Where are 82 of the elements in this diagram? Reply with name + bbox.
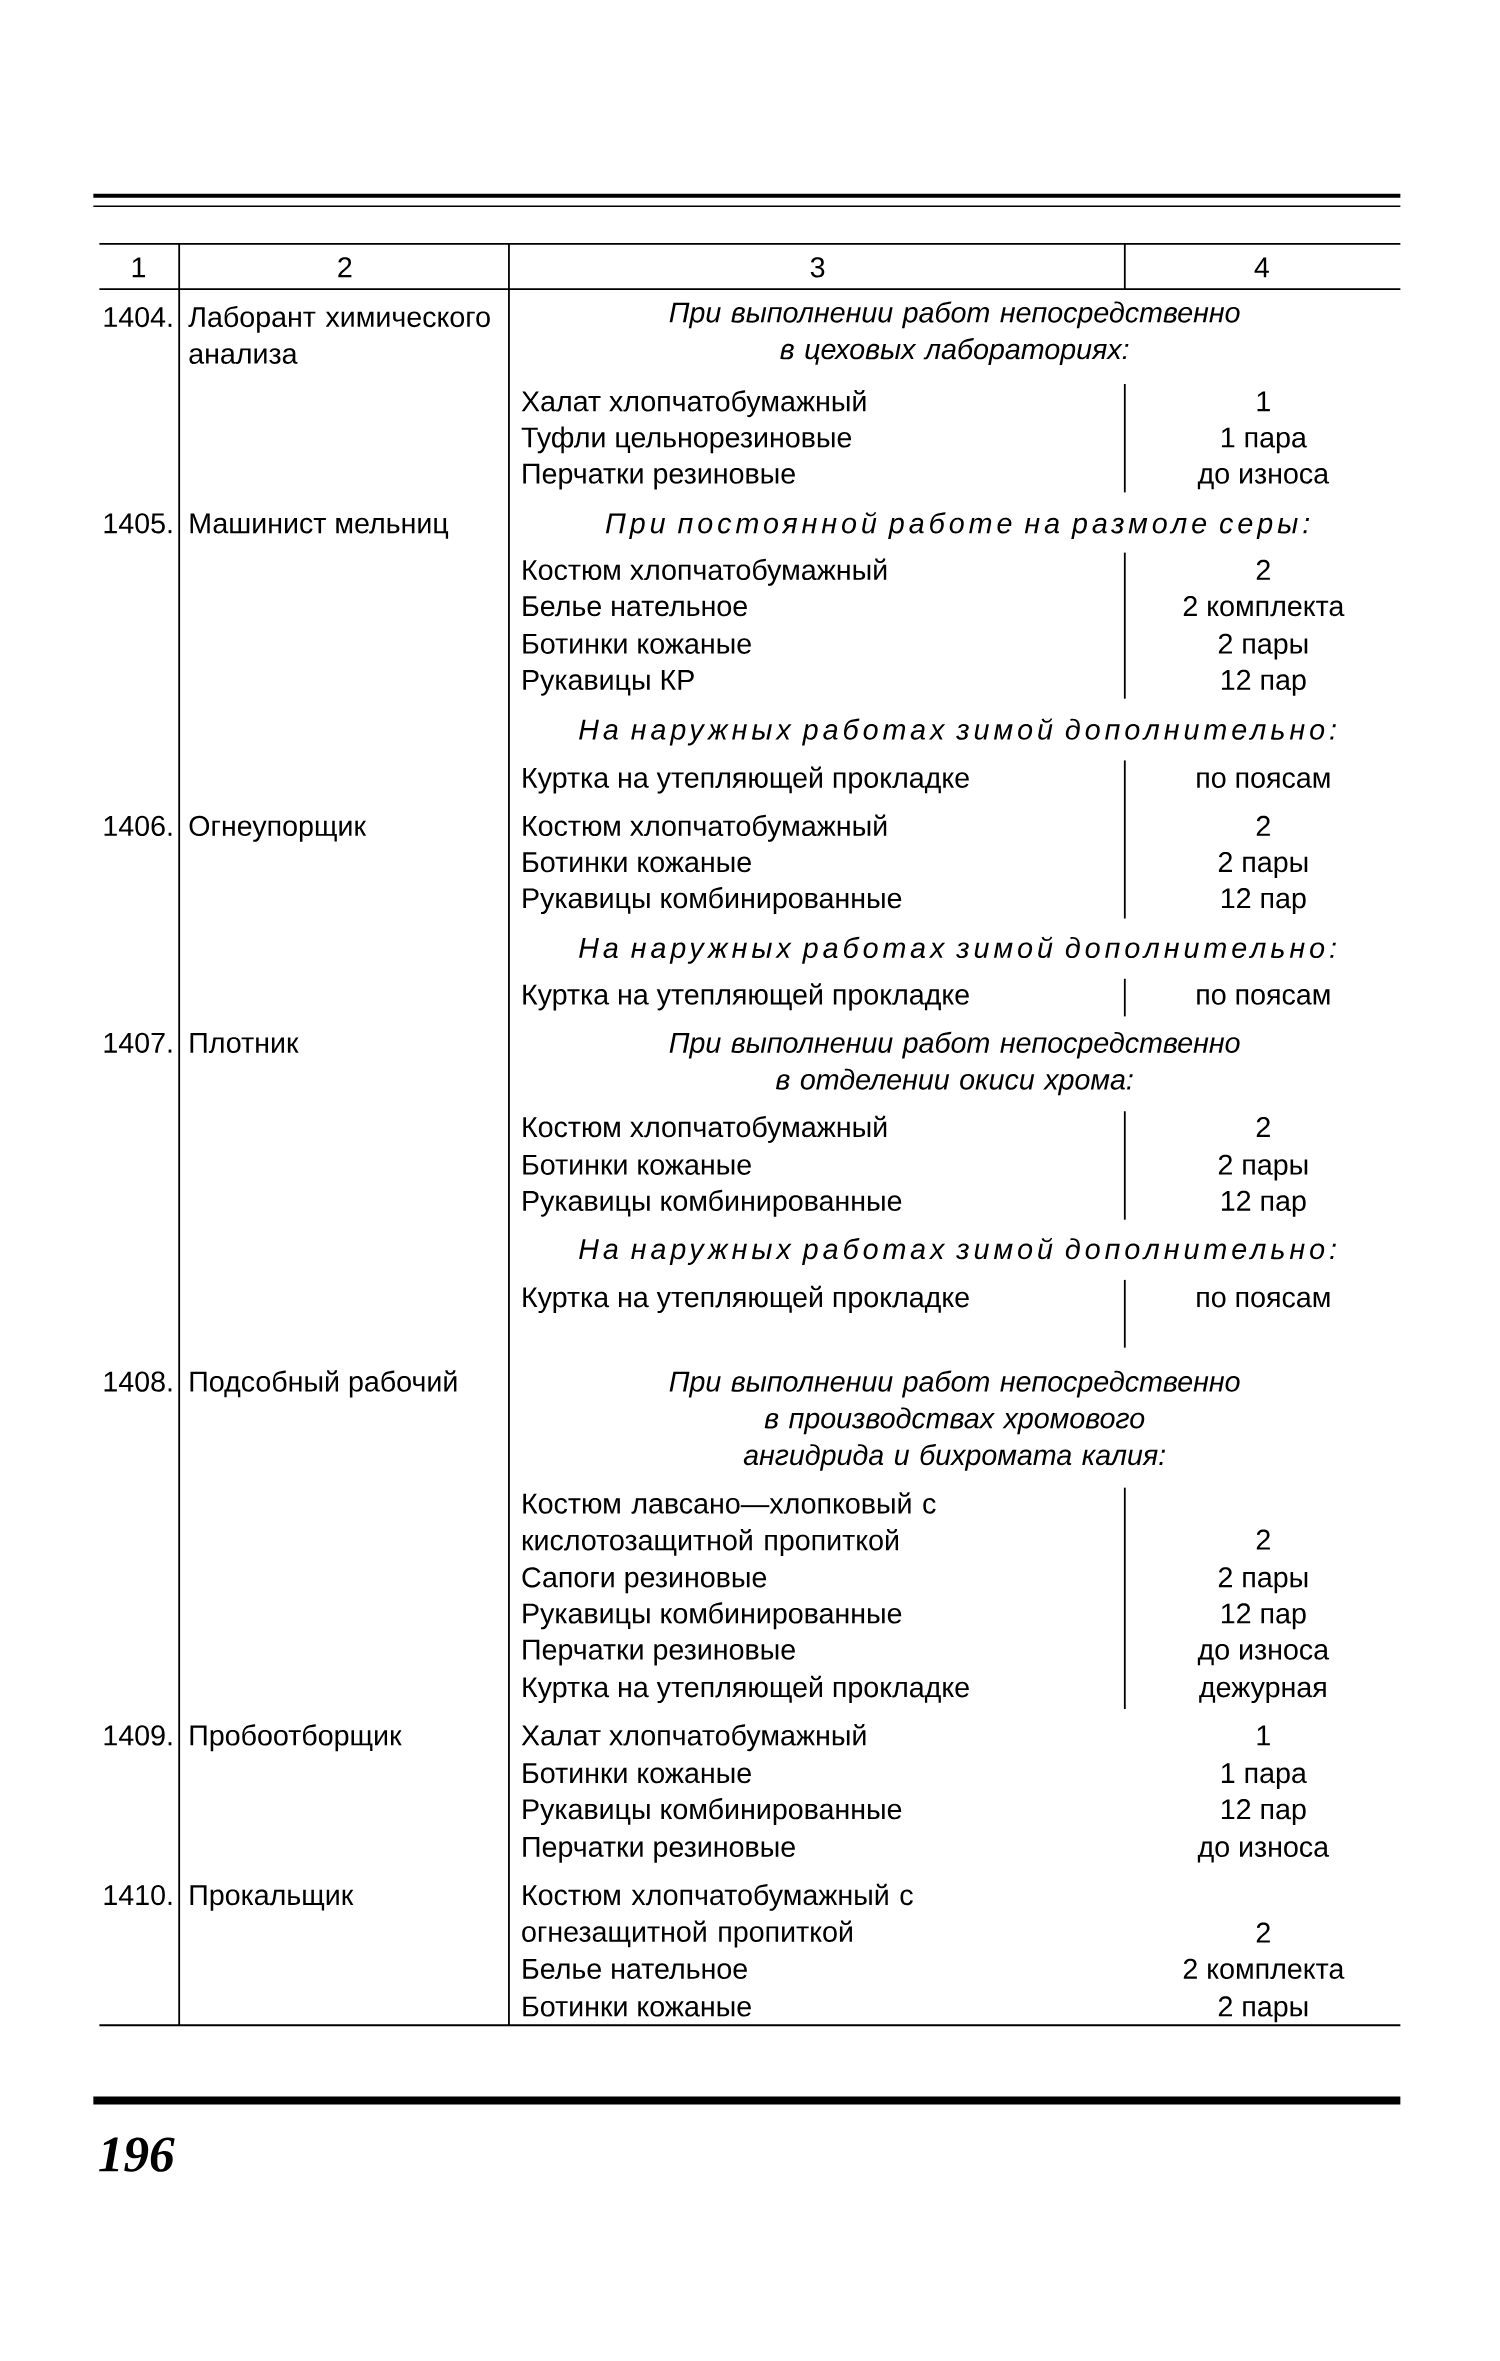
item-name: Халат хлопчатобумажный [521,389,866,418]
page-number: 196 [99,2137,175,2172]
item-name: Ботинки кожаные [523,1763,752,1784]
quantity: до износа [1197,1644,1330,1666]
quantity: 2 [1256,1529,1270,1550]
section-heading: При выполнении работ непосредственно в отделении окиси хрома: [669,1031,1240,1096]
section-heading: При постоянной работе на размоле серы: [606,512,1310,540]
quantity: 12 пар [1222,669,1306,696]
row-number: 1410. [104,1884,172,1906]
job-title: Подсобный рабочий [190,1370,457,1398]
quantity: 2 пары [1219,1154,1308,1181]
quantity: до износа [1197,468,1330,490]
row-number: 1408. [104,1371,172,1392]
quantity: до износа [1197,1841,1330,1863]
item-name: Костюм хлопчатобумажный [523,1115,887,1143]
item-name: Ботинки кожаные [523,1154,752,1175]
item-name: Рукавицы комбинированные [523,1798,902,1826]
job-title: Огнеупорщик [189,815,367,842]
quantity: 2 комплекта [1183,596,1345,617]
section-heading: На наружных работах зимой дополнительно: [579,718,1336,746]
quantity: 2 [1256,815,1270,836]
quantity: 12 пар [1222,1603,1306,1630]
row-number: 1404. [104,306,172,328]
item-name: Куртка на утепляющей прокладке [523,983,969,1011]
item-name: Ботинки кожаные [523,633,752,654]
column-number: 4 [1254,257,1270,278]
item-name: Куртка на утепляющей прокладке [523,1675,969,1704]
item-name: Рукавицы комбинированные [523,1189,902,1217]
row-number: 1409. [104,1725,172,1746]
column-number: 3 [810,257,825,278]
quantity: 1 [1257,1725,1270,1746]
job-title: Лаборант химического анализа [188,305,490,364]
quantity: 2 комплекта [1183,1958,1345,1979]
quantity: 1 [1257,391,1270,412]
quantity: 12 пар [1222,1799,1306,1826]
quantity: 2 пары [1219,851,1308,878]
job-title: Плотник [190,1032,299,1053]
quantity: 2 пары [1219,1996,1308,2023]
item-name: Халат хлопчатобумажный [521,1724,866,1752]
item-name: Куртка на утепляющей прокладке [523,766,969,794]
section-heading: При выполнении работ непосредственно в цеховых лабораториях: [669,301,1240,366]
item-name: Туфли цельнорезиновые [521,426,852,454]
column-number: 2 [338,257,352,278]
section-heading: На наружных работах зимой дополнительно: [579,1237,1336,1265]
job-title: Пробоотборщик [190,1724,402,1752]
item-name: Рукавицы комбинированные [523,1602,902,1630]
item-name: Белье нательное [523,1959,748,1979]
quantity: 2 [1256,1922,1270,1943]
item-name: Перчатки резиновые [523,1639,796,1666]
quantity: 2 пары [1219,633,1308,660]
item-name: Рукавицы комбинированные [523,887,902,915]
quantity: по поясам [1197,1291,1330,1308]
item-name: Сапоги резиновые [522,1567,767,1594]
row-number: 1405. [104,513,172,534]
quantity: по поясам [1197,772,1330,788]
quantity: дежурная [1199,1681,1326,1704]
quantity: 1 пара [1222,1763,1307,1789]
job-title: Машинист мельниц [190,513,449,539]
item-name: Ботинки кожаные [523,1996,752,2017]
item-name: Костюм хлопчатобумажный [523,558,887,586]
row-number: 1406. [104,815,172,837]
item-name: Перчатки резиновые [523,1837,796,1863]
section-heading: При выполнении работ непосредственно в производствах хромового ангидрида и бихромата калия: [669,1370,1240,1471]
row-number: 1407. [104,1032,172,1053]
quantity: 12 пар [1222,1190,1306,1217]
quantity: по поясам [1197,989,1330,1005]
quantity: 1 пара [1222,427,1307,454]
quantity: 2 [1256,559,1270,580]
column-number: 1 [132,257,146,278]
item-name: Перчатки резиновые [523,463,796,490]
item-name: Рукавицы КР [523,670,694,696]
quantity: 2 пары [1219,1567,1308,1594]
item-name: Куртка на утепляющей прокладке [523,1285,969,1314]
section-heading: На наружных работах зимой дополнительно: [579,936,1336,964]
item-name: Ботинки кожаные [523,852,752,873]
quantity: 2 [1256,1117,1270,1137]
item-name: Костюм хлопчатобумажный с огнезащитной пропиткой [522,1883,913,1948]
item-name: Костюм лавсано—хлопковый с кислотозащитной пропиткой [523,1492,936,1557]
item-name: Костюм хлопчатобумажный [523,814,887,842]
quantity: 12 пар [1222,888,1306,915]
item-name: Белье нательное [523,596,748,617]
job-title: Прокальщик [190,1885,354,1911]
